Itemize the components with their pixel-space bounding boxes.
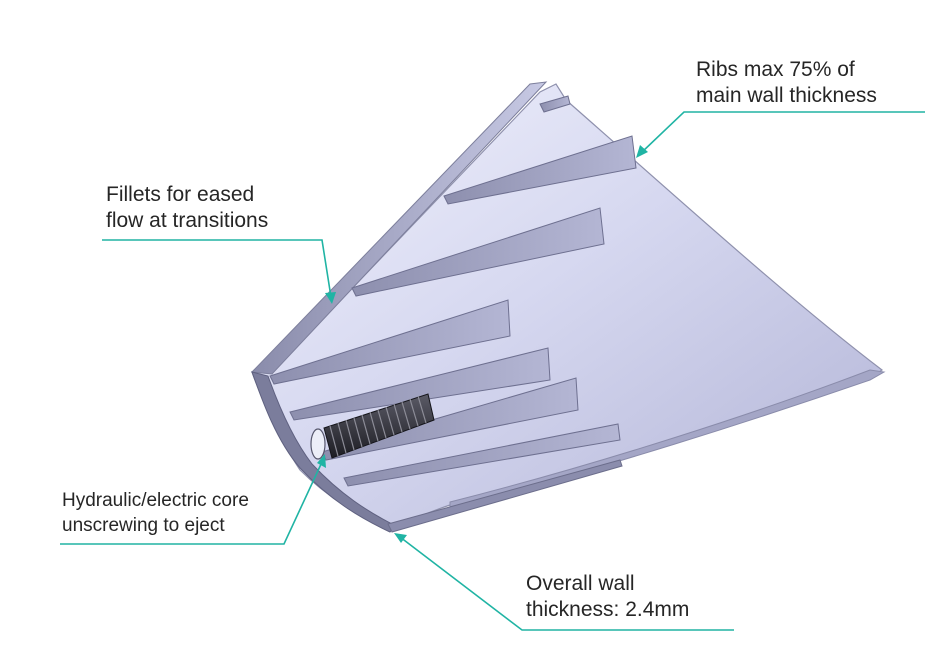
rib [289, 347, 551, 421]
rib [351, 207, 605, 297]
bottom-rail [387, 459, 623, 533]
annotation-wall: Overall wall thickness: 2.4mm [526, 571, 689, 623]
leader-arrowheads [317, 145, 648, 543]
rib [539, 95, 571, 113]
rib [443, 135, 637, 205]
arrowhead [636, 145, 648, 158]
main-wall-surface [251, 83, 884, 531]
leader-lines [60, 111, 925, 631]
leader-line-core [60, 461, 323, 545]
part-body [250, 81, 886, 533]
leader-line-fillets [102, 239, 332, 298]
annotation-ribs-line1: Ribs max 75% of [696, 58, 855, 81]
arrowhead [394, 533, 407, 543]
leader-line-ribs [640, 111, 925, 154]
annotation-core-line2: unscrewing to eject [62, 515, 225, 536]
annotation-fillets-line2: flow at transitions [106, 209, 269, 232]
core-opening [310, 428, 326, 460]
ribs [269, 95, 637, 487]
leader-line-wall [399, 536, 734, 631]
annotation-core-line1: Hydraulic/electric core [62, 490, 249, 511]
annotation-fillets: Fillets for eased flow at transitions [106, 182, 268, 234]
annotation-ribs-line2: main wall thickness [696, 84, 877, 107]
annotation-wall-line1: Overall wall [526, 572, 635, 595]
annotation-fillets-line1: Fillets for eased [106, 183, 255, 206]
rib [343, 423, 621, 487]
threaded-core [310, 393, 435, 460]
annotation-core: Hydraulic/electric core unscrewing to ej… [62, 488, 249, 538]
arrowhead [317, 454, 326, 468]
rib [269, 299, 511, 385]
arrowhead [325, 292, 336, 304]
annotation-ribs: Ribs max 75% of main wall thickness [696, 57, 877, 109]
top-rim-flange [250, 81, 548, 375]
annotation-wall-line2: thickness: 2.4mm [526, 598, 690, 621]
